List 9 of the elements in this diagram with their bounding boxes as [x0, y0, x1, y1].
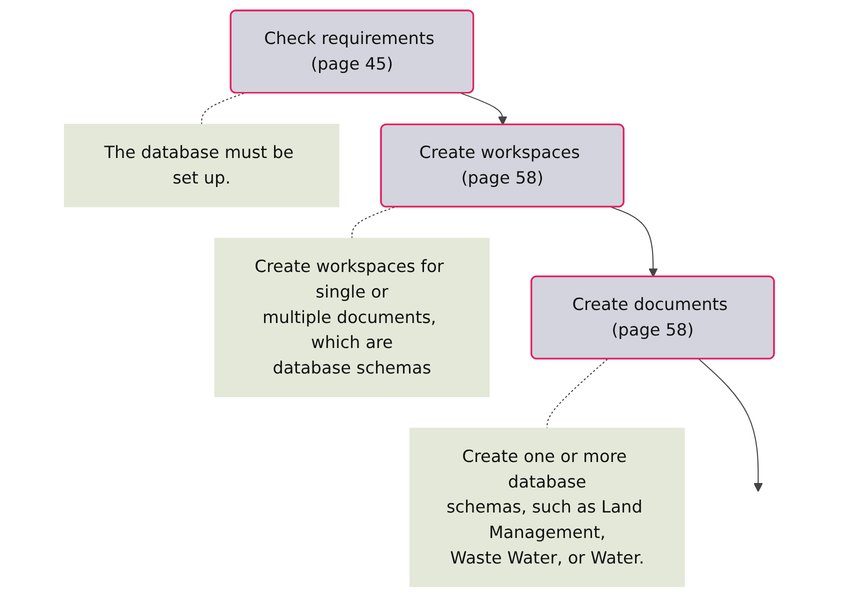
connector — [200, 92, 244, 124]
node-box: Create one or more database schemas, such as Land Management, Waste Water, or Water. — [409, 428, 685, 588]
connector — [546, 358, 608, 428]
connector — [351, 206, 394, 238]
node-box: The database must be set up. — [64, 124, 340, 208]
arrow — [611, 206, 658, 278]
arrow — [698, 358, 763, 492]
arrow — [460, 92, 508, 126]
node-box: Create workspaces for single or multiple documents, which are database schemas — [214, 238, 490, 398]
